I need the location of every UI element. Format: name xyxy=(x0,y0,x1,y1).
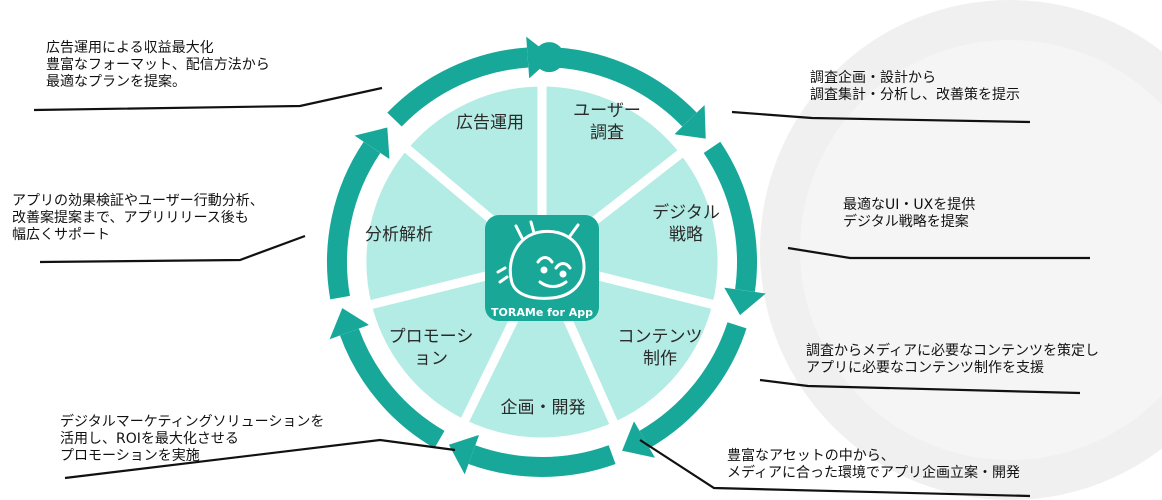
watermark-circle xyxy=(760,0,1162,500)
leader-line xyxy=(39,234,306,264)
leader-line xyxy=(33,86,383,112)
leader-lines xyxy=(33,86,1090,498)
app-icon-label: TORAMe for App xyxy=(491,306,593,319)
ring-arrowhead xyxy=(724,287,766,316)
callout-line: 豊富なアセットの中から、 xyxy=(727,448,895,464)
callout-line: デジタル戦略を提案 xyxy=(843,214,969,230)
segment-label: プロモーション xyxy=(389,327,474,369)
segment-label: ユーザー調査 xyxy=(573,101,641,143)
segment-label: 分析解析 xyxy=(365,225,433,245)
ring-arc xyxy=(387,47,529,127)
callout-line: 改善案提案まで、アプリリリース後も xyxy=(12,210,249,226)
callout-line: アプリに必要なコンテンツ制作を支援 xyxy=(806,360,1044,376)
callout-digital-strategy: 最適なUI・UXを提供 デジタル戦略を提案 xyxy=(843,197,975,231)
ring-arrowhead xyxy=(329,308,370,340)
callout-line: 広告運用による収益最大化 xyxy=(46,40,214,56)
ring-arrowhead xyxy=(354,127,390,160)
ring-arc xyxy=(555,47,697,127)
segment-label: 広告運用 xyxy=(456,113,524,133)
ring-start-dot xyxy=(534,42,565,73)
callout-line: アプリの効果検証やユーザー行動分析、 xyxy=(12,193,264,209)
callout-line: 調査集計・分析し、改善策を提示 xyxy=(810,87,1020,103)
ring-arc xyxy=(326,141,381,300)
callout-line: 豊富なフォーマット、配信方法から xyxy=(46,57,270,73)
leader-line xyxy=(787,246,1090,260)
tiger-face-icon xyxy=(496,220,586,300)
segment-label: デジタル戦略 xyxy=(652,202,720,245)
callout-line: 最適なUI・UXを提供 xyxy=(843,197,976,213)
ring-arrowhead xyxy=(622,421,655,458)
callout-analysis: アプリの効果検証やユーザー行動分析、 改善案提案まで、アプリリリース後も 幅広く… xyxy=(12,193,264,244)
callout-planning-development: 豊富なアセットの中から、 メディアに合った環境でアプリ企画立案・開発 xyxy=(727,448,1020,482)
segment-label: コンテンツ制作 xyxy=(618,327,703,369)
ring-arc xyxy=(703,141,757,292)
callout-content-production: 調査からメディアに必要なコンテンツを策定し アプリに必要なコンテンツ制作を支援 xyxy=(806,343,1099,377)
callout-line: メディアに合った環境でアプリ企画立案・開発 xyxy=(727,465,1021,481)
callout-line: 幅広くサポート xyxy=(12,227,110,243)
leader-line xyxy=(64,438,456,480)
callout-ad-operation: 広告運用による収益最大化 豊富なフォーマット、配信方法から 最適なプランを提案。 xyxy=(46,40,270,91)
segment-label: 企画・開発 xyxy=(501,398,586,418)
callout-line: 最適なプランを提案。 xyxy=(46,74,186,90)
leader-line xyxy=(731,110,1031,124)
callout-line: 調査企画・設計から xyxy=(810,70,936,86)
app-icon: TORAMe for App xyxy=(485,215,599,321)
ring-arrowhead xyxy=(448,434,480,475)
callout-user-research: 調査企画・設計から 調査集計・分析し、改善策を提示 xyxy=(810,70,1020,104)
ring-arc xyxy=(468,445,616,477)
leader-line xyxy=(759,378,1081,395)
callout-line: 調査からメディアに必要なコンテンツを策定し xyxy=(806,343,1100,359)
callout-line: 活用し、ROIを最大化させる xyxy=(60,431,239,447)
ring-layer xyxy=(326,36,766,477)
callout-line: プロモーションを実施 xyxy=(60,448,200,464)
segment-wedge xyxy=(458,257,620,447)
leader-line xyxy=(639,439,1031,498)
callout-line: デジタルマーケティングソリューションを xyxy=(60,414,325,430)
ring-arrowhead xyxy=(674,105,706,139)
ring-arc xyxy=(340,328,445,449)
ring-arc xyxy=(639,322,747,449)
callout-promotion: デジタルマーケティングソリューションを 活用し、ROIを最大化させる プロモーシ… xyxy=(60,414,324,465)
